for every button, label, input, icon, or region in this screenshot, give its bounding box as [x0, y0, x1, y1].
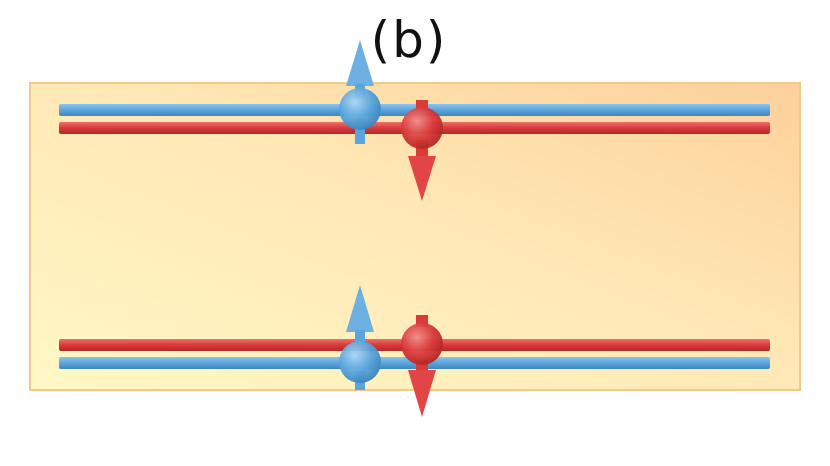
- down-arrow-icon: [408, 370, 436, 417]
- spin-up-electron: [339, 285, 381, 390]
- top-edge: [59, 40, 770, 201]
- up-arrow-icon: [346, 285, 374, 332]
- spin-down-electron: [401, 100, 443, 201]
- up-arrow-icon: [346, 40, 374, 86]
- down-arrow-icon: [408, 156, 436, 201]
- spin-down-electron: [401, 315, 443, 417]
- bottom-edge: [59, 285, 770, 417]
- spin-up-electron: [339, 40, 381, 144]
- figure-label: (b): [370, 11, 448, 69]
